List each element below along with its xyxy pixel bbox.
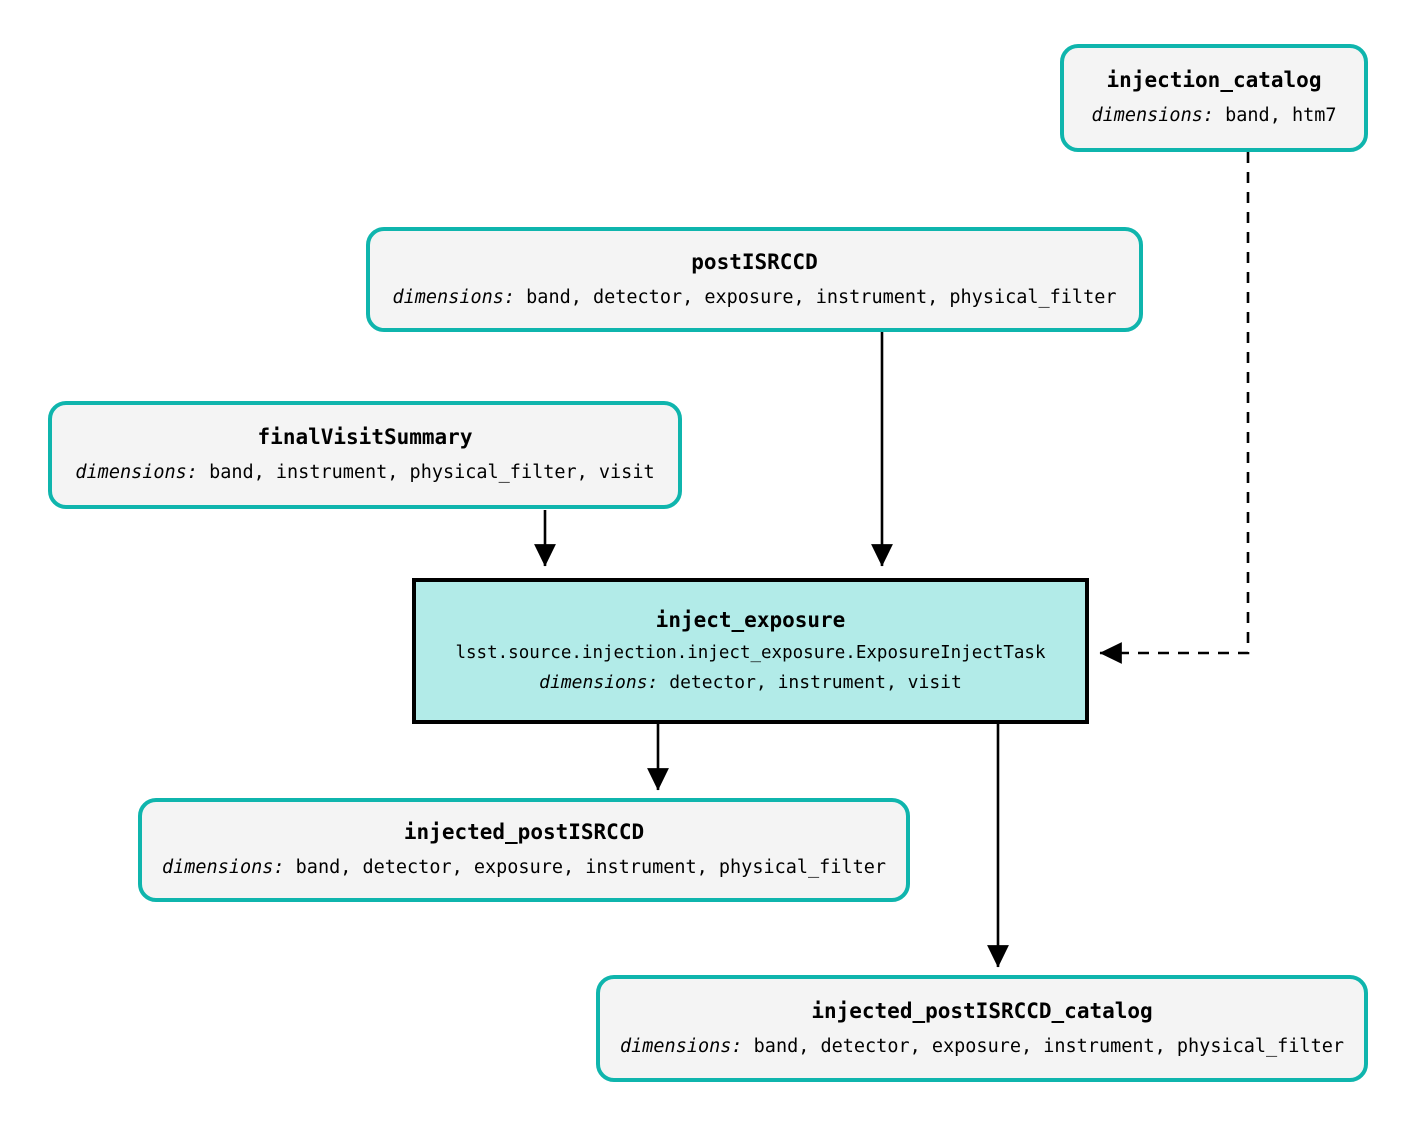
node-title: injected_postISRCCD [403,820,645,845]
node-dimensions: dimensions: band, instrument, physical_f… [75,463,654,483]
dimensions-value: band, detector, exposure, instrument, ph… [515,286,1117,308]
dimensions-label: dimensions: [162,857,285,879]
node-title: injected_postISRCCD_catalog [811,998,1153,1023]
node-dimensions: dimensions: band, detector, exposure, in… [392,286,1117,308]
node-postisrccd[interactable]: postISRCCD dimensions: band, detector, e… [366,227,1143,332]
dimensions-label: dimensions: [1091,105,1214,127]
node-dimensions: dimensions: band, detector, exposure, in… [162,858,886,878]
node-inject-exposure[interactable]: inject_exposure lsst.source.injection.in… [412,578,1089,724]
node-dimensions: dimensions: band, detector, exposure, in… [620,1035,1344,1057]
node-finalvisitsummary[interactable]: finalVisitSummary dimensions: band, inst… [48,401,682,509]
node-dimensions: dimensions: detector, instrument, visit [539,673,962,693]
dimensions-label: dimensions: [392,286,516,308]
dimensions-value: band, detector, exposure, instrument, ph… [742,1035,1344,1057]
dimensions-value: detector, instrument, visit [658,672,962,694]
node-title: finalVisitSummary [257,425,473,450]
node-title: injection_catalog [1106,68,1322,93]
node-injected-postisrccd-catalog[interactable]: injected_postISRCCD_catalog dimensions: … [596,975,1368,1082]
dimensions-label: dimensions: [539,672,659,694]
node-title: inject_exposure [655,607,846,632]
dimensions-value: band, instrument, physical_filter, visit [197,462,655,484]
node-title: postISRCCD [691,249,818,274]
node-injection-catalog[interactable]: injection_catalog dimensions: band, htm7 [1060,44,1368,152]
node-dimensions: dimensions: band, htm7 [1091,106,1336,126]
node-task-class-path: lsst.source.injection.inject_exposure.Ex… [455,643,1046,664]
node-injected-postisrccd[interactable]: injected_postISRCCD dimensions: band, de… [138,798,910,902]
dimensions-value: band, detector, exposure, instrument, ph… [284,857,886,879]
dimensions-label: dimensions: [75,462,198,484]
dimensions-label: dimensions: [620,1035,743,1057]
dimensions-value: band, htm7 [1214,105,1337,127]
